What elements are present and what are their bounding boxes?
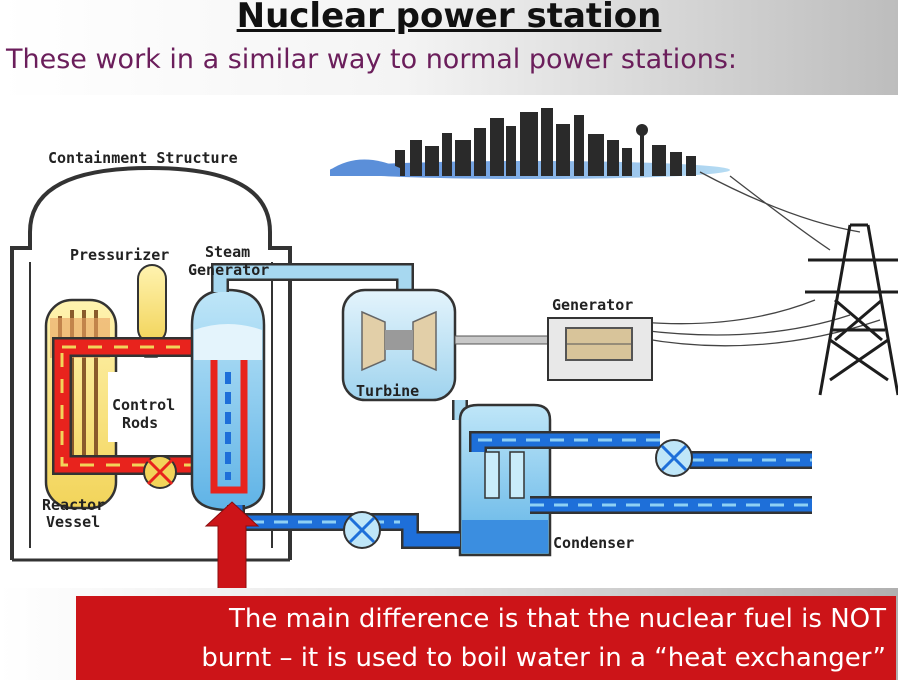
feed-pump <box>343 511 381 549</box>
nuclear-plant-diagram: Containment Structure Pressurizer Steam … <box>10 108 898 590</box>
label-rods: Rods <box>122 414 158 432</box>
containment-structure <box>10 165 292 560</box>
label-turbine: Turbine <box>356 382 419 400</box>
city-skyline <box>330 108 730 179</box>
steam-generator <box>190 288 266 512</box>
label-condenser: Condenser <box>553 534 634 552</box>
page-title: Nuclear power station <box>236 0 662 36</box>
label-vessel: Vessel <box>46 513 100 531</box>
label-reactor: Reactor <box>42 496 105 514</box>
callout-line-1: The main difference is that the nuclear … <box>229 604 886 634</box>
header-band <box>0 0 898 95</box>
label-steam: Steam <box>205 243 250 261</box>
label-generator: Generator <box>552 296 633 314</box>
condenser <box>458 403 552 557</box>
callout-box: The main difference is that the nuclear … <box>76 596 896 680</box>
transmission-tower <box>805 223 898 396</box>
primary-pump <box>143 455 177 489</box>
cooling-water-loop <box>469 431 812 514</box>
callout-arrow <box>204 501 260 590</box>
callout-line-2: burnt – it is used to boil water in a “h… <box>201 643 886 673</box>
label-control: Control <box>112 396 175 414</box>
label-generator-sg: Generator <box>188 261 269 279</box>
turbine <box>341 288 457 402</box>
cooling-pump <box>655 439 693 477</box>
steam-pipe <box>211 263 414 292</box>
generator <box>547 317 653 381</box>
label-containment-structure: Containment Structure <box>48 149 238 167</box>
label-pressurizer: Pressurizer <box>70 246 169 264</box>
page-subtitle: These work in a similar way to normal po… <box>6 44 738 75</box>
